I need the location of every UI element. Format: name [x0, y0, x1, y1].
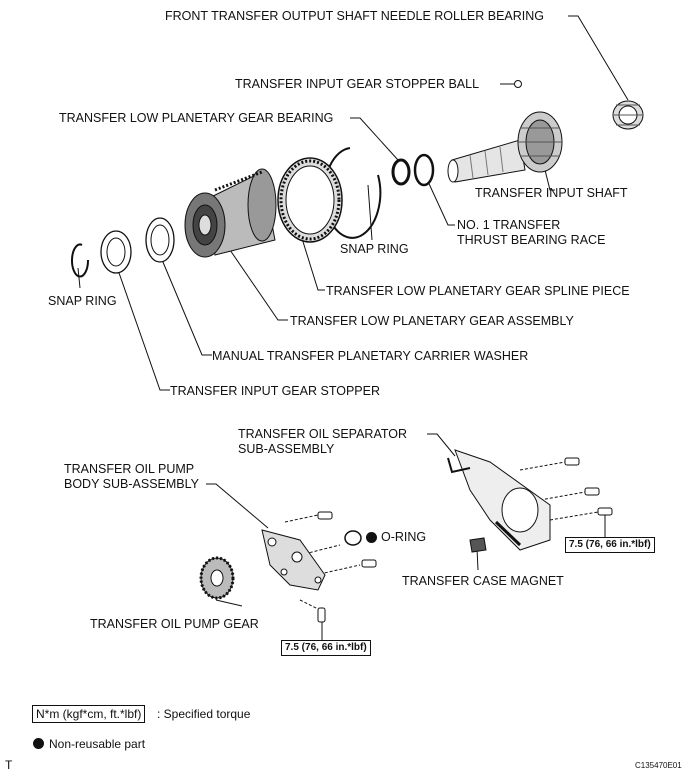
- leader-snap-ring-upper: [367, 184, 373, 241]
- oil-pump-body-shape: [261, 529, 326, 591]
- label-low-planetary-bearing: TRANSFER LOW PLANETARY GEAR BEARING: [59, 111, 334, 125]
- leader-oil-pump-body: [206, 483, 269, 529]
- label-oil-pump-body-2: BODY SUB-ASSEMBLY: [64, 477, 199, 491]
- label-input-gear-stopper: TRANSFER INPUT GEAR STOPPER: [170, 384, 380, 398]
- label-snap-ring-upper: SNAP RING: [340, 242, 409, 256]
- non-reusable-dot-oring: [366, 532, 377, 543]
- bolt-dash-5: [519, 461, 566, 471]
- label-oil-separator-2: SUB-ASSEMBLY: [238, 442, 335, 456]
- bolt-dash-6: [539, 491, 586, 501]
- o-ring-shape: [344, 530, 362, 546]
- footer-mark: T: [5, 758, 13, 772]
- label-carrier-washer: MANUAL TRANSFER PLANETARY CARRIER WASHER: [212, 349, 529, 363]
- carrier-washer-shape: [145, 217, 175, 263]
- leader-thrust-race: [424, 174, 455, 226]
- label-oil-separator-1: TRANSFER OIL SEPARATOR: [238, 427, 408, 441]
- bolt-dash-1: [284, 514, 319, 523]
- low-planetary-bearing: [391, 158, 411, 186]
- thrust-race: [413, 153, 435, 187]
- leader-pump-gear: [215, 599, 243, 607]
- label-front-bearing: FRONT TRANSFER OUTPUT SHAFT NEEDLE ROLLE…: [165, 9, 545, 23]
- label-oil-pump-body-1: TRANSFER OIL PUMP: [64, 462, 195, 476]
- label-thrust-race-2: THRUST BEARING RACE: [457, 233, 606, 247]
- label-stopper-ball: TRANSFER INPUT GEAR STOPPER BALL: [235, 77, 480, 91]
- bolt-dash-7: [549, 511, 599, 521]
- bolts: [317, 457, 613, 623]
- needle-roller-bearing: [612, 100, 644, 130]
- label-input-shaft: TRANSFER INPUT SHAFT: [475, 186, 628, 200]
- snap-ring-left-shape: [71, 243, 90, 278]
- oil-separator-shape: [447, 449, 551, 551]
- planetary-assembly-shape: [184, 168, 277, 258]
- leader-low-planetary-bearing: [350, 117, 399, 161]
- label-case-magnet: TRANSFER CASE MAGNET: [402, 574, 564, 588]
- bolt-dash-4: [299, 599, 321, 611]
- label-o-ring: O-RING: [381, 530, 427, 544]
- legend-non-reusable-dot: [33, 738, 44, 749]
- leader-snap-ring-left: [77, 267, 81, 289]
- legend-torque-text: : Specified torque: [157, 707, 251, 721]
- label-spline-piece: TRANSFER LOW PLANETARY GEAR SPLINE PIECE: [326, 284, 630, 298]
- leader-oil-separator: [427, 433, 456, 457]
- magnet-shape: [469, 537, 487, 553]
- leader-spline-piece: [299, 231, 325, 291]
- input-shaft: [447, 111, 563, 183]
- label-planetary-assembly: TRANSFER LOW PLANETARY GEAR ASSEMBLY: [290, 314, 574, 328]
- leader-planetary-assembly: [229, 249, 288, 321]
- torque-spec-right: 7.5 (76, 66 in.*lbf): [565, 537, 655, 553]
- snap-ring-upper-shape: [323, 147, 382, 239]
- label-oil-pump-gear: TRANSFER OIL PUMP GEAR: [90, 617, 259, 631]
- leader-front-bearing: [568, 15, 629, 101]
- spline-piece-shape: [277, 157, 343, 243]
- label-snap-ring-left: SNAP RING: [48, 294, 117, 308]
- leader-carrier-washer: [159, 254, 212, 356]
- figure-code: C135470E01: [635, 761, 682, 770]
- leader-input-shaft: [544, 169, 555, 191]
- legend-torque-box: N*m (kgf*cm, ft.*lbf): [32, 705, 146, 723]
- torque-spec-bottom: 7.5 (76, 66 in.*lbf): [281, 640, 371, 656]
- stopper-ball: [514, 80, 522, 88]
- legend-non-reusable-text: Non-reusable part: [49, 737, 146, 751]
- leader-input-gear-stopper: [117, 269, 170, 391]
- oil-pump-gear-shape: [199, 556, 235, 600]
- label-thrust-race-1: NO. 1 TRANSFER: [457, 218, 561, 232]
- input-gear-stopper-shape: [100, 230, 132, 274]
